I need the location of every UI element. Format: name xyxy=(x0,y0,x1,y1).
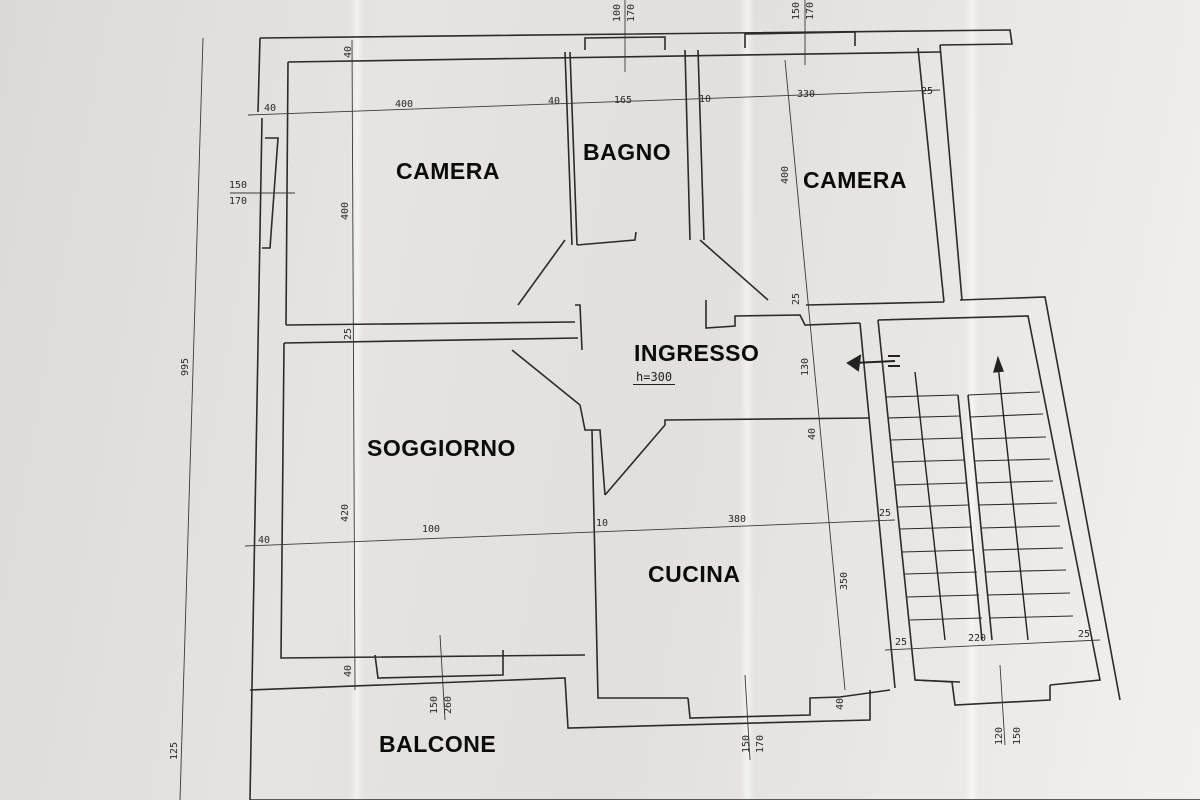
window-dim-bagno-height: 170 xyxy=(626,3,637,22)
dim-label: 10 xyxy=(699,94,712,105)
dim-label: 165 xyxy=(614,95,633,106)
dim-label: 40 xyxy=(343,45,354,58)
dim-label: 400 xyxy=(340,201,351,220)
dim-balcony-depth: 125 xyxy=(169,741,180,760)
dim-label: 400 xyxy=(780,165,791,184)
stair-up-arrow-icon xyxy=(914,355,1029,641)
dim-label: 25 xyxy=(1078,629,1091,640)
window-dim-camera-height: 170 xyxy=(805,1,816,20)
dim-label: 350 xyxy=(839,571,850,590)
window-dim-soggiorno-height: 260 xyxy=(443,695,454,714)
window-dim-stair-width: 120 xyxy=(994,726,1005,745)
dim-label: 40 xyxy=(264,103,277,114)
window-dim-left-height: 170 xyxy=(229,196,248,207)
window-dim-left-width: 150 xyxy=(229,180,248,191)
dim-label: 25 xyxy=(791,292,802,305)
dim-label: 420 xyxy=(340,503,351,522)
window-dim-cucina-width: 150 xyxy=(741,734,752,753)
room-label-balcone: BALCONE xyxy=(379,731,497,757)
window-dim-cucina-height: 170 xyxy=(755,734,766,753)
paper-fold xyxy=(350,0,364,800)
paper-fold xyxy=(740,0,754,800)
paper-fold xyxy=(965,0,979,800)
room-label-camera-left: CAMERA xyxy=(396,158,500,184)
room-label-camera-right: CAMERA xyxy=(803,167,907,193)
dim-label: 25 xyxy=(343,327,354,340)
window-dim-bagno-width: 100 xyxy=(612,3,623,22)
dim-label: 25 xyxy=(879,508,892,519)
dim-label: 220 xyxy=(968,633,987,644)
dim-label: 10 xyxy=(596,518,609,529)
entry-arrow-icon xyxy=(846,354,900,372)
dim-label: 40 xyxy=(343,664,354,677)
dim-label: 25 xyxy=(895,637,908,648)
dim-label: 40 xyxy=(548,96,561,107)
room-label-cucina: CUCINA xyxy=(648,561,741,587)
dim-overall-height: 995 xyxy=(180,357,191,376)
window-dim-camera-width: 150 xyxy=(791,1,802,20)
dim-label: 100 xyxy=(422,524,441,535)
window-dim-stair-height: 150 xyxy=(1012,726,1023,745)
room-label-soggiorno: SOGGIORNO xyxy=(367,435,516,461)
dim-label: 25 xyxy=(921,86,934,97)
room-label-bagno: BAGNO xyxy=(583,139,672,165)
dim-label: 330 xyxy=(797,89,816,100)
dim-label: 40 xyxy=(258,535,271,546)
ceiling-height-note: h=300 xyxy=(633,370,676,385)
dim-label: 40 xyxy=(835,697,846,710)
dim-label: 380 xyxy=(728,514,747,525)
dim-label: 400 xyxy=(395,99,414,110)
dim-label: 130 xyxy=(800,357,811,376)
dim-label: 40 xyxy=(807,427,818,440)
window-dim-soggiorno-width: 150 xyxy=(429,695,440,714)
room-label-ingresso: INGRESSO xyxy=(634,340,760,366)
